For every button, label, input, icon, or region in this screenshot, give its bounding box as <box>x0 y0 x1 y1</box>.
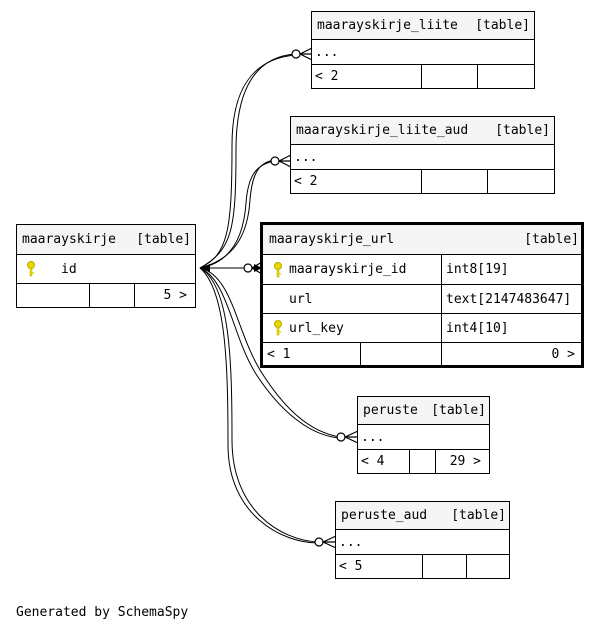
stats-parents: < 1 <box>267 346 291 362</box>
relationship-line-peruste-aud <box>199 267 319 543</box>
generated-by-footer: Generated by SchemaSpy <box>16 605 189 620</box>
table-maarayskirje-url[interactable]: maarayskirje_url [table] maarayskirje_id… <box>260 222 584 368</box>
table-maarayskirje-liite[interactable]: maarayskirje_liite [table] ... < 2 <box>311 11 535 89</box>
relationship-arrow-head <box>200 264 210 272</box>
table-stats: < 5 <box>336 555 509 578</box>
table-body-ellipsis: ... <box>315 44 339 60</box>
relationship-line-peruste <box>199 267 341 438</box>
table-header: maarayskirje_liite [table] <box>312 12 534 40</box>
table-name: maarayskirje <box>22 232 116 247</box>
relationship-end-circle <box>314 537 324 547</box>
primary-key-icon <box>26 255 36 283</box>
table-type: [table] <box>136 232 191 247</box>
table-type: [table] <box>524 232 579 247</box>
relationship-crowfoot <box>299 47 313 61</box>
relationship-crowfoot <box>344 430 359 444</box>
relationship-end-circle <box>243 263 253 273</box>
column-name: url_key <box>289 320 344 336</box>
column-name: id <box>61 261 77 277</box>
table-body: ... <box>358 425 489 450</box>
relationship-arrow-head <box>254 264 262 272</box>
table-header: maarayskirje [table] <box>17 225 195 255</box>
table-peruste-aud[interactable]: peruste_aud [table] ... < 5 <box>335 501 510 579</box>
table-body-ellipsis: ... <box>361 429 385 445</box>
stats-children: 29 > <box>449 454 481 469</box>
column-type: text[2147483647] <box>446 291 572 307</box>
stats-parents: < 4 <box>361 454 385 469</box>
table-stats: < 2 <box>291 170 554 193</box>
table-body-ellipsis: ... <box>294 149 318 165</box>
table-stats: 5 > <box>17 284 195 307</box>
table-header: maarayskirje_url [table] <box>263 225 581 255</box>
column-name: url <box>289 291 313 307</box>
table-body: ... <box>336 530 509 555</box>
table-stats: < 1 0 > <box>263 343 581 365</box>
table-stats: < 4 29 > <box>358 450 489 473</box>
table-type: [table] <box>431 403 486 418</box>
table-header: peruste [table] <box>358 397 489 425</box>
stats-parents: < 2 <box>315 69 339 84</box>
column-type: int4[10] <box>446 320 509 336</box>
table-name: peruste_aud <box>341 508 428 523</box>
table-name: peruste <box>363 403 418 418</box>
table-peruste[interactable]: peruste [table] ... < 4 29 > <box>357 396 490 474</box>
primary-key-icon <box>273 314 283 342</box>
table-body: ... <box>291 145 554 170</box>
column-type: int8[19] <box>446 262 509 277</box>
table-body: ... <box>312 40 534 65</box>
table-stats: < 2 <box>312 65 534 88</box>
relationship-end-circle <box>336 432 346 442</box>
table-header: maarayskirje_liite_aud [table] <box>291 117 554 145</box>
relationship-end-circle <box>270 156 280 166</box>
table-maarayskirje[interactable]: maarayskirje [table] id 5 > <box>16 224 196 308</box>
stats-parents: < 5 <box>339 559 363 574</box>
column-row: url_key int4[10] <box>263 314 581 343</box>
relationship-crowfoot <box>322 535 337 549</box>
table-type: [table] <box>475 18 530 33</box>
table-name: maarayskirje_liite <box>317 18 458 33</box>
table-type: [table] <box>451 508 506 523</box>
table-name: maarayskirje_url <box>269 232 395 247</box>
table-body-ellipsis: ... <box>339 534 363 550</box>
column-name: maarayskirje_id <box>289 262 407 277</box>
column-row: url text[2147483647] <box>263 285 581 314</box>
column-row: maarayskirje_id int8[19] <box>263 255 581 285</box>
relationship-crowfoot <box>278 154 292 168</box>
relationship-end-circle <box>291 49 301 59</box>
stats-children: 0 > <box>551 346 575 362</box>
primary-key-icon <box>273 255 283 284</box>
column-row: id <box>17 255 195 284</box>
stats-parents: < 2 <box>294 174 318 189</box>
table-type: [table] <box>495 123 550 138</box>
table-maarayskirje-liite-aud[interactable]: maarayskirje_liite_aud [table] ... < 2 <box>290 116 555 194</box>
table-name: maarayskirje_liite_aud <box>296 123 469 138</box>
stats-children: 5 > <box>163 288 187 303</box>
table-header: peruste_aud [table] <box>336 502 509 530</box>
